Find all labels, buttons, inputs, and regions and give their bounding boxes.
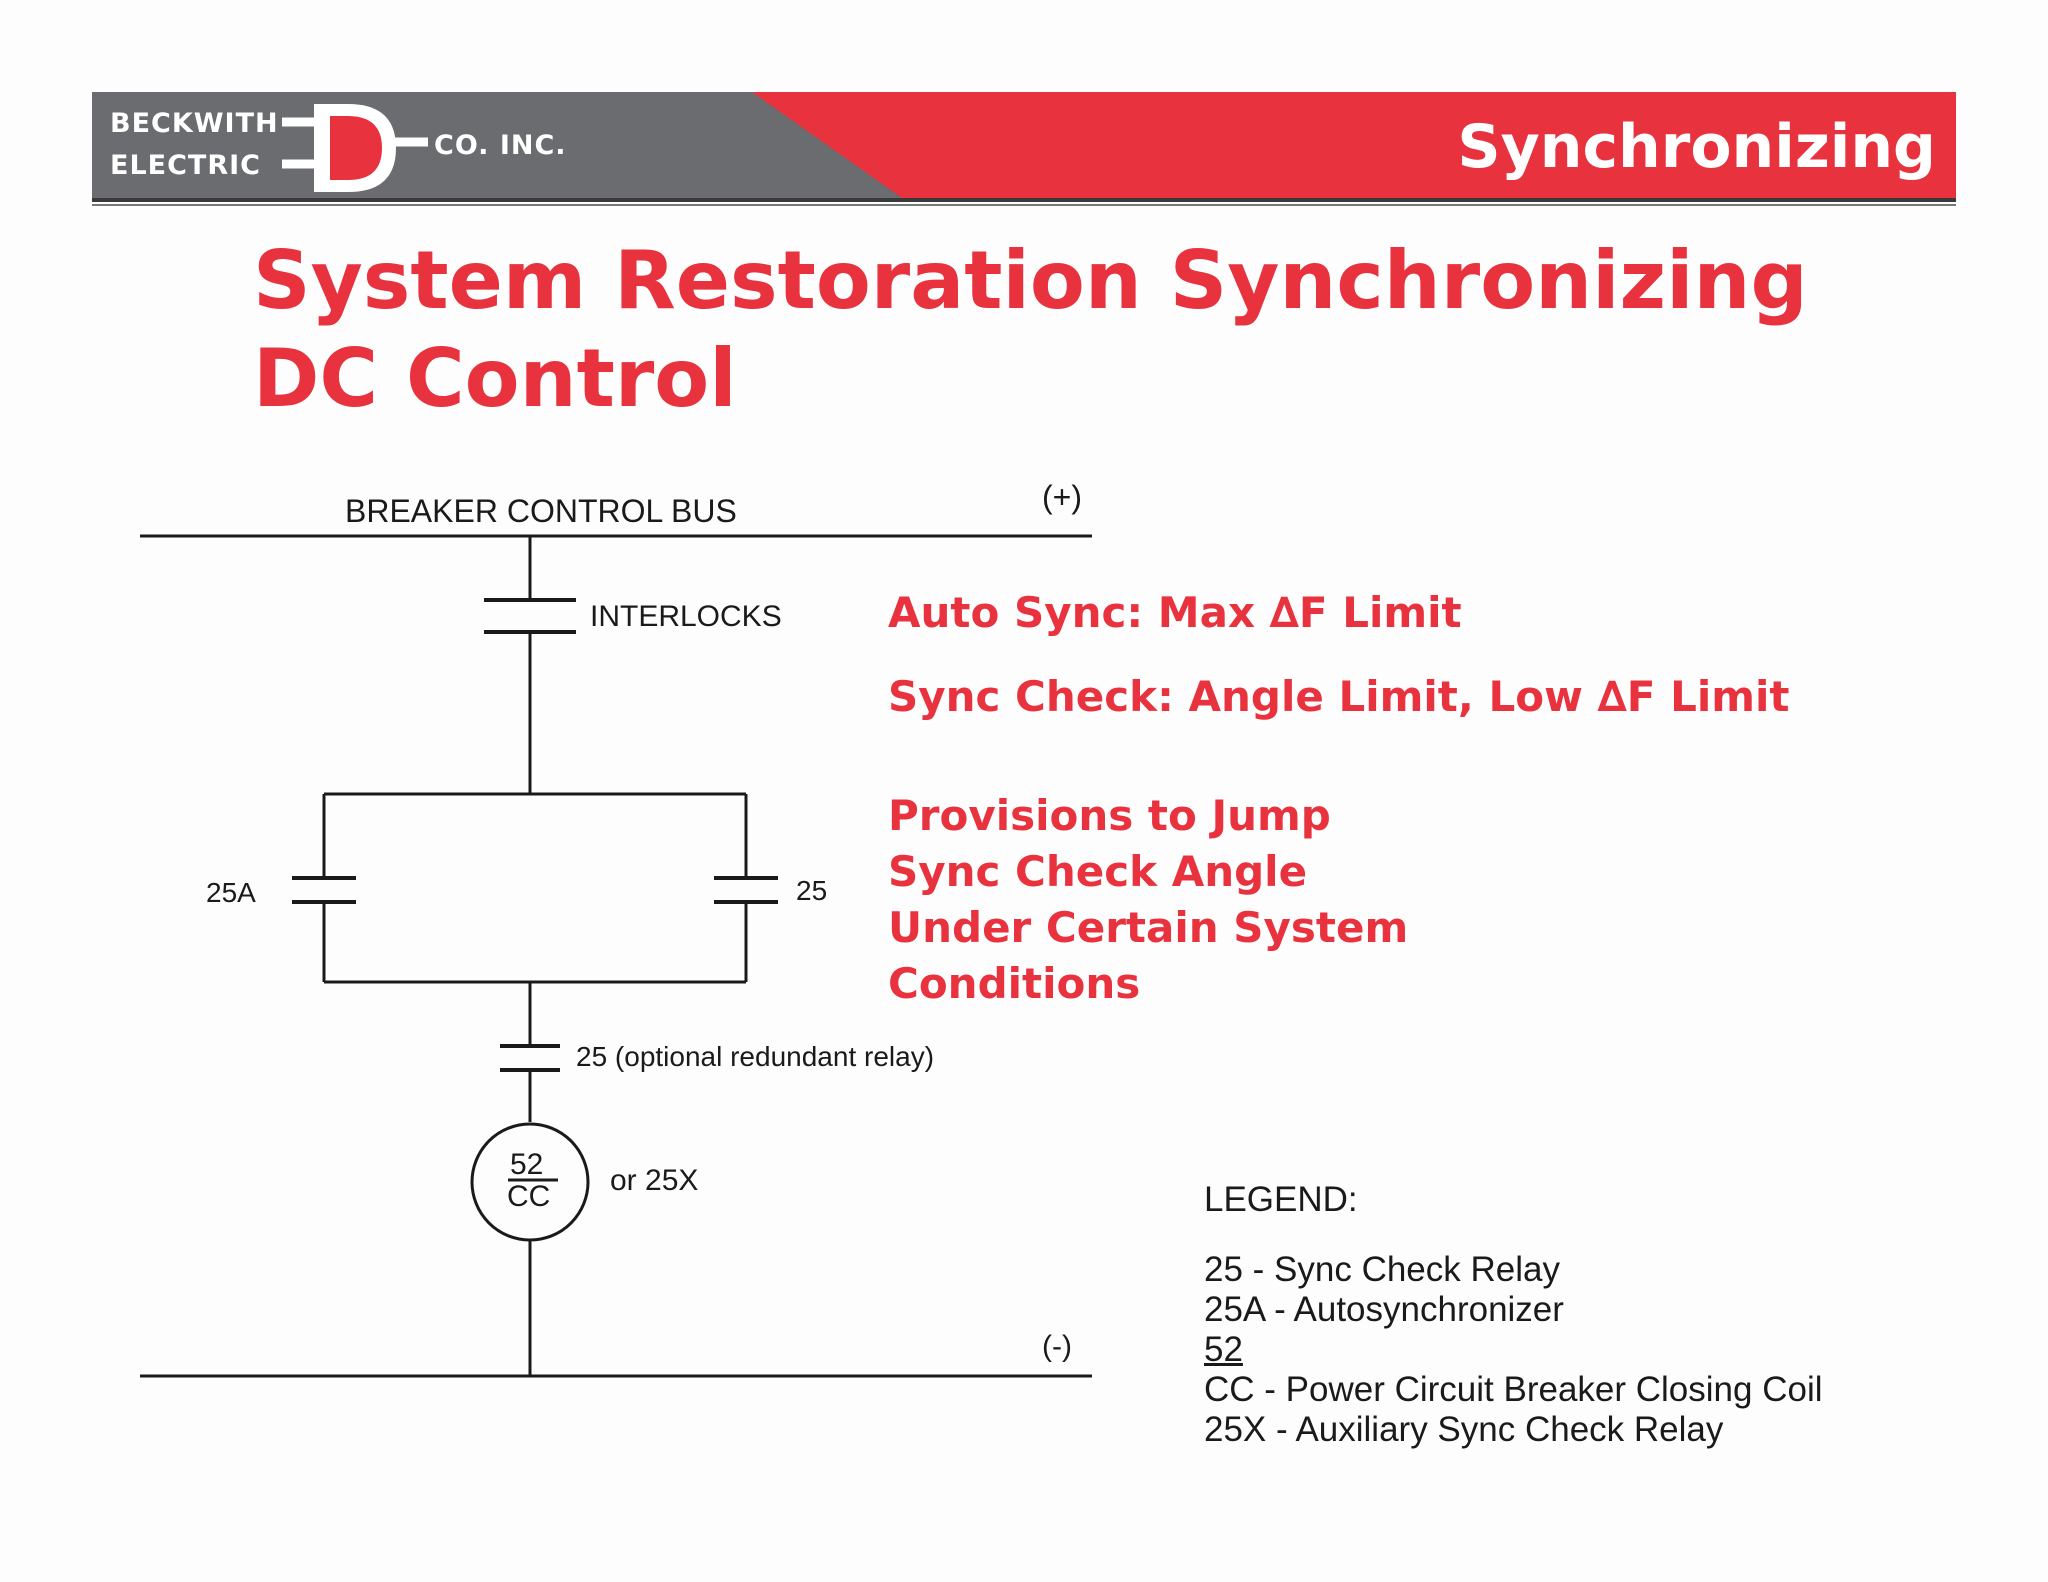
note-provisions-line: Under Certain System bbox=[888, 903, 1409, 952]
logo-text-beckwith: BECKWITH bbox=[110, 108, 279, 139]
legend-item: 52 bbox=[1204, 1330, 1243, 1369]
legend-title: LEGEND: bbox=[1204, 1180, 1358, 1219]
note-sync-check: Sync Check: Angle Limit, Low ∆F Limit bbox=[888, 672, 1790, 721]
legend-item: CC - Power Circuit Breaker Closing Coil bbox=[1204, 1370, 1823, 1409]
contact-25a-label: 25A bbox=[206, 877, 256, 908]
redundant-relay-label: 25 (optional redundant relay) bbox=[576, 1041, 934, 1072]
section-title: Synchronizing bbox=[1457, 112, 1936, 182]
legend: LEGEND: 25 - Sync Check Relay 25A - Auto… bbox=[1204, 1180, 1823, 1450]
plus-label: (+) bbox=[1042, 479, 1082, 515]
legend-item: 25 - Sync Check Relay bbox=[1204, 1250, 1560, 1289]
slide-title: System Restoration Synchronizing DC Cont… bbox=[253, 234, 1808, 425]
legend-item: 25A - Autosynchronizer bbox=[1204, 1290, 1564, 1329]
note-provisions-line: Sync Check Angle bbox=[888, 847, 1308, 896]
note-provisions-line: Provisions to Jump bbox=[888, 791, 1331, 840]
logo-text-co: CO. INC. bbox=[434, 130, 567, 161]
legend-item: 25X - Auxiliary Sync Check Relay bbox=[1204, 1410, 1724, 1449]
header-banner bbox=[92, 92, 1956, 198]
header-rule-thin bbox=[92, 204, 1956, 206]
coil-alt-label: or 25X bbox=[610, 1164, 698, 1197]
logo-text-electric: ELECTRIC bbox=[110, 150, 261, 181]
note-provisions: Provisions to Jump Sync Check Angle Unde… bbox=[888, 788, 1408, 1012]
minus-label: (-) bbox=[1042, 1330, 1072, 1363]
bus-label: BREAKER CONTROL BUS bbox=[345, 493, 737, 529]
coil-label-52: 52 bbox=[510, 1148, 543, 1181]
interlocks-label: INTERLOCKS bbox=[590, 600, 782, 633]
note-provisions-line: Conditions bbox=[888, 959, 1141, 1008]
note-auto-sync: Auto Sync: Max ∆F Limit bbox=[888, 588, 1462, 637]
coil-label-cc: CC bbox=[507, 1180, 550, 1213]
contact-25-label: 25 bbox=[796, 875, 827, 906]
logo-d-icon bbox=[282, 104, 428, 192]
header-rule bbox=[92, 198, 1956, 202]
